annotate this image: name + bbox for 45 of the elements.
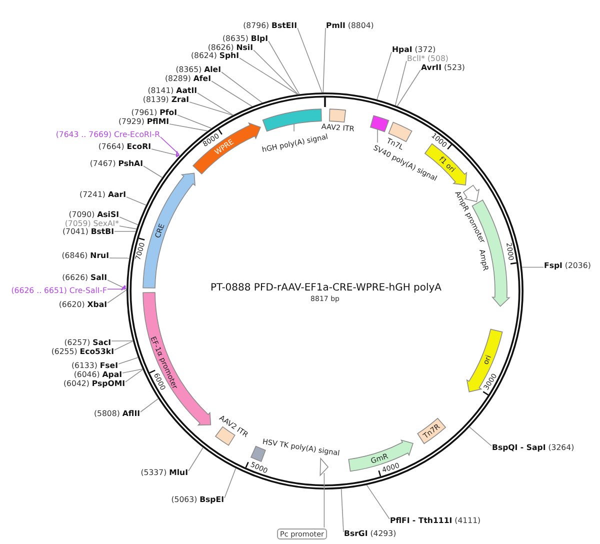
leader-line <box>377 128 378 143</box>
leader-line <box>297 28 322 93</box>
leader-line <box>394 60 407 106</box>
leader-line <box>324 472 325 528</box>
leader-line <box>119 216 138 226</box>
leader-line <box>107 288 126 290</box>
leader-line <box>239 58 298 95</box>
leader-line <box>376 52 392 100</box>
leader-line <box>366 484 390 520</box>
leader-line <box>107 290 127 304</box>
leader-line <box>107 280 127 290</box>
leader-line <box>160 136 180 155</box>
primer-mark <box>176 150 180 158</box>
primer-mark <box>120 284 126 291</box>
leader-line <box>221 72 263 104</box>
feature-box <box>370 115 390 132</box>
leader-line <box>118 357 138 364</box>
leader-line <box>111 340 134 342</box>
leader-line <box>140 398 159 412</box>
leader-line <box>268 40 300 95</box>
leader-line <box>119 226 137 230</box>
leader-line <box>340 488 344 532</box>
feature-band <box>320 457 329 476</box>
leader-line <box>224 468 236 498</box>
feature-box <box>262 108 322 132</box>
leader-line <box>109 258 130 259</box>
leader-line <box>114 230 136 232</box>
plasmid-title: PT-0888 PFD-rAAV-EF1a-CRE-WPRE-hGH polyA <box>210 282 442 294</box>
leader-line <box>188 447 204 472</box>
leader-line <box>177 114 212 129</box>
leader-line <box>151 148 180 156</box>
leader-line <box>522 266 544 268</box>
leader-line <box>122 368 143 374</box>
leader-line <box>143 166 163 178</box>
leader-line <box>396 70 421 107</box>
leader-line <box>114 340 134 350</box>
leader-line <box>126 196 146 206</box>
leader-line <box>197 92 234 116</box>
leader-line <box>189 102 234 116</box>
leader-line <box>211 80 252 107</box>
leader-line <box>469 426 492 446</box>
leader-line <box>322 28 326 93</box>
leader-line <box>169 124 208 132</box>
leader-line <box>125 369 144 382</box>
leader-line <box>253 50 298 95</box>
